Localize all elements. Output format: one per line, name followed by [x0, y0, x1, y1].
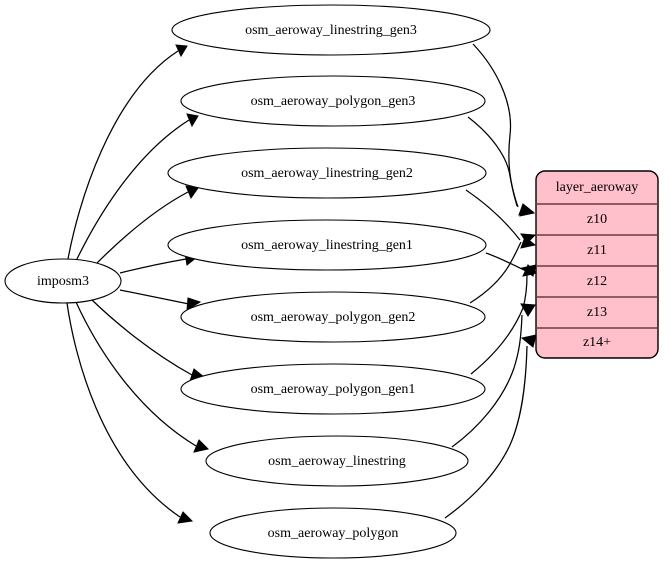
node-osm_aeroway_polygon_gen1-label: osm_aeroway_polygon_gen1: [251, 382, 416, 397]
edge-imposm3-to-osm_aeroway_polygon_gen3: [75, 113, 199, 262]
node-layer_aeroway[interactable]: layer_aeroway z10 z11 z12 z13 z14+: [535, 170, 659, 359]
layer_aeroway-row-z10-label: z10: [587, 212, 607, 227]
node-osm_aeroway_linestring_gen3-label: osm_aeroway_linestring_gen3: [245, 23, 417, 38]
node-osm_aeroway_linestring_gen2[interactable]: osm_aeroway_linestring_gen2: [167, 147, 487, 199]
layer_aeroway-row-z14plus-label: z14+: [583, 335, 611, 350]
edge-osm_aeroway_polygon-to-z14: [444, 334, 537, 519]
node-osm_aeroway_polygon_gen1[interactable]: osm_aeroway_polygon_gen1: [180, 363, 486, 415]
layer_aeroway-header-label: layer_aeroway: [556, 180, 638, 195]
edge-imposm3-to-osm_aeroway_linestring: [75, 301, 210, 453]
edge-osm_aeroway_linestring-to-z13: [451, 303, 536, 448]
edge-imposm3-to-osm_aeroway_polygon_gen2: [119, 289, 202, 311]
node-osm_aeroway_polygon_gen2-label: osm_aeroway_polygon_gen2: [251, 310, 416, 325]
layer_aeroway-row-z12-label: z12: [587, 274, 607, 289]
node-osm_aeroway_linestring_gen1-label: osm_aeroway_linestring_gen1: [241, 238, 413, 253]
node-osm_aeroway_linestring_gen3[interactable]: osm_aeroway_linestring_gen3: [171, 4, 491, 56]
edge-osm_aeroway_polygon_gen3-to-z10: [467, 116, 536, 217]
node-osm_aeroway_linestring-label: osm_aeroway_linestring: [268, 454, 406, 469]
node-osm_aeroway_linestring_gen1[interactable]: osm_aeroway_linestring_gen1: [167, 219, 487, 271]
node-imposm3-label: imposm3: [37, 274, 89, 289]
node-osm_aeroway_linestring_gen2-label: osm_aeroway_linestring_gen2: [241, 166, 413, 181]
node-osm_aeroway_polygon[interactable]: osm_aeroway_polygon: [209, 507, 457, 559]
node-osm_aeroway_polygon_gen3[interactable]: osm_aeroway_polygon_gen3: [180, 75, 486, 127]
edge-imposm3-to-osm_aeroway_linestring_gen2: [95, 185, 199, 265]
edge-group-tables-to-layer: [444, 43, 539, 519]
edge-imposm3-to-osm_aeroway_linestring_gen3: [67, 44, 188, 260]
node-imposm3[interactable]: imposm3: [4, 258, 122, 304]
edge-group-imposm3-to-tables: [66, 44, 210, 524]
node-osm_aeroway_polygon_gen2[interactable]: osm_aeroway_polygon_gen2: [180, 291, 486, 343]
layer_aeroway-row-z13-label: z13: [587, 305, 607, 320]
edge-osm_aeroway_polygon_gen2-to-z11: [469, 233, 537, 304]
node-osm_aeroway_linestring[interactable]: osm_aeroway_linestring: [205, 435, 469, 487]
node-osm_aeroway_polygon_gen3-label: osm_aeroway_polygon_gen3: [251, 94, 416, 109]
edge-imposm3-to-osm_aeroway_polygon: [66, 302, 194, 524]
node-osm_aeroway_polygon-label: osm_aeroway_polygon: [268, 526, 399, 541]
layer_aeroway-row-z11-label: z11: [587, 243, 607, 258]
